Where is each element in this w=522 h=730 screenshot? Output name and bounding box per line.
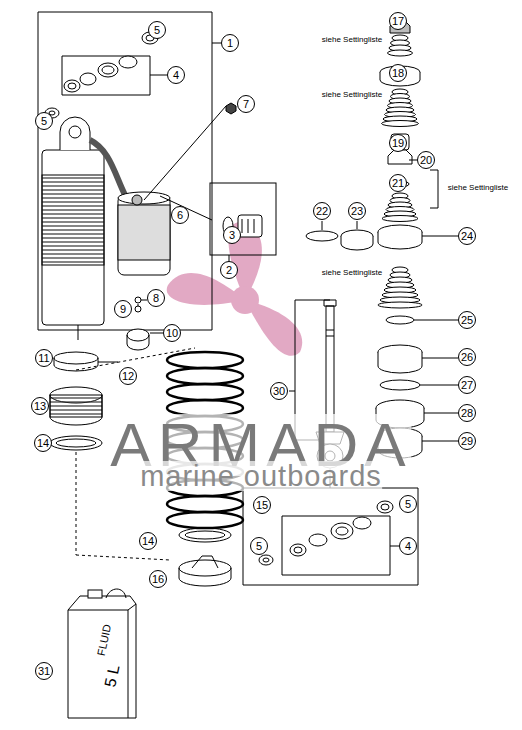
callout-number: 28 <box>458 404 476 422</box>
product-label: 5 L <box>101 663 122 688</box>
callout-number: 5 <box>148 21 166 39</box>
callout-number: 25 <box>458 311 476 329</box>
callout-number: 20 <box>417 151 435 169</box>
logo-propeller <box>167 222 302 356</box>
callout-number: 11 <box>35 349 53 367</box>
callout-number: 21 <box>389 174 407 192</box>
watermark-text: marine outboards <box>140 461 382 491</box>
callout-number: 17 <box>389 12 407 30</box>
callout-number: 27 <box>458 376 476 394</box>
callout-number: 15 <box>253 496 271 514</box>
product-label: FLUID <box>95 623 113 657</box>
note-text: siehe Settingliste <box>321 268 383 278</box>
callout-number: 16 <box>149 570 167 588</box>
callout-number: 6 <box>171 206 189 224</box>
callout-number: 2 <box>220 261 238 279</box>
callout-number: 10 <box>163 324 181 342</box>
callout-number: 4 <box>399 537 417 555</box>
callout-number: 3 <box>223 226 241 244</box>
callout-number: 18 <box>389 64 407 82</box>
callout-number: 29 <box>458 432 476 450</box>
note-text: siehe Settingliste <box>447 183 509 193</box>
callout-number: 5 <box>35 112 53 130</box>
callout-number: 5 <box>399 495 417 513</box>
callout-number: 23 <box>348 202 366 220</box>
note-text: siehe Settingliste <box>321 35 383 45</box>
note-text: siehe Settingliste <box>321 90 383 100</box>
callout-number: 4 <box>167 66 185 84</box>
callout-number: 8 <box>147 289 165 307</box>
callout-number: 30 <box>270 382 288 400</box>
callout-number: 1 <box>221 34 239 52</box>
callout-number: 5 <box>250 537 268 555</box>
callout-number: 14 <box>139 532 157 550</box>
callout-number: 7 <box>237 95 255 113</box>
callout-number: 31 <box>35 662 53 680</box>
callout-number: 19 <box>389 134 407 152</box>
callout-number: 22 <box>313 202 331 220</box>
callout-number: 24 <box>458 227 476 245</box>
callout-number: 9 <box>114 300 132 318</box>
callout-number: 13 <box>31 397 49 415</box>
callout-number: 26 <box>458 348 476 366</box>
callout-number: 14 <box>34 434 52 452</box>
callout-number: 12 <box>119 367 137 385</box>
